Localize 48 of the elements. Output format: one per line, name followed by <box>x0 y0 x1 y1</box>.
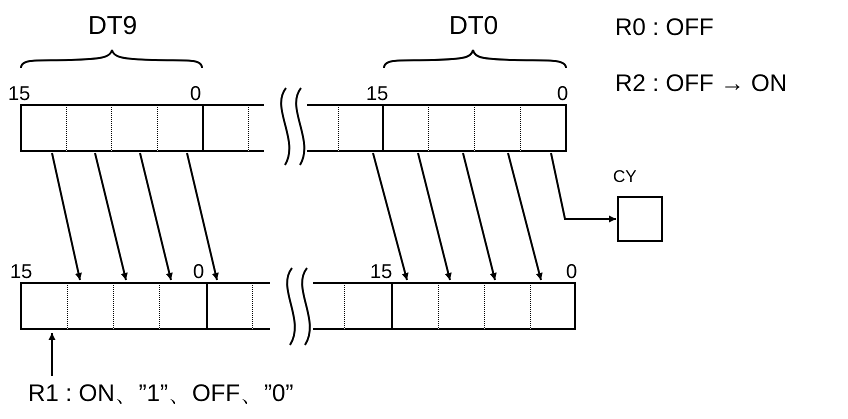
arrow <box>372 152 409 280</box>
register-cell <box>202 104 248 152</box>
register-cell <box>313 282 344 330</box>
register-cell <box>20 282 67 330</box>
register-cell <box>67 282 113 330</box>
register-cell <box>20 104 66 152</box>
condition-text: R0 : OFF <box>615 16 714 40</box>
register-cell <box>382 104 428 152</box>
register-cell <box>391 282 438 330</box>
register-cell <box>484 282 530 330</box>
register-cell <box>530 282 576 330</box>
condition-text: R2 : OFF → ON <box>615 72 788 96</box>
bit-number: 0 <box>193 262 204 282</box>
condition-text: R1 : ON、”1”、OFF、”0” <box>28 382 294 406</box>
register-cell <box>520 104 567 152</box>
arrow <box>139 152 173 280</box>
register-cell <box>338 104 382 152</box>
register-cell <box>474 104 520 152</box>
bit-number: 15 <box>8 84 30 104</box>
bit-number: 15 <box>366 84 388 104</box>
register-cell <box>344 282 391 330</box>
bit-number: 0 <box>190 84 202 104</box>
register-cell <box>66 104 111 152</box>
register-cell <box>307 104 338 152</box>
bit-number: 15 <box>10 262 32 282</box>
flag-label: CY <box>613 168 637 185</box>
register-cell <box>428 104 474 152</box>
arrow <box>94 152 128 280</box>
register-cell <box>252 282 270 330</box>
bit-number: 15 <box>370 262 392 282</box>
arrow <box>550 152 616 222</box>
register-cell <box>113 282 159 330</box>
bit-number: 0 <box>557 84 568 104</box>
register-cell <box>159 282 206 330</box>
register-name: DT0 <box>449 12 498 38</box>
arrow <box>186 152 219 280</box>
register-cell <box>111 104 157 152</box>
register-name: DT9 <box>88 12 138 38</box>
arrow <box>417 152 452 280</box>
arrow <box>48 333 56 376</box>
register-cell <box>438 282 484 330</box>
register-cell <box>248 104 264 152</box>
arrow <box>51 152 82 280</box>
register-cell <box>206 282 252 330</box>
register-cell <box>157 104 202 152</box>
bit-number: 0 <box>566 262 578 282</box>
arrow <box>507 152 543 280</box>
arrow <box>462 152 497 280</box>
